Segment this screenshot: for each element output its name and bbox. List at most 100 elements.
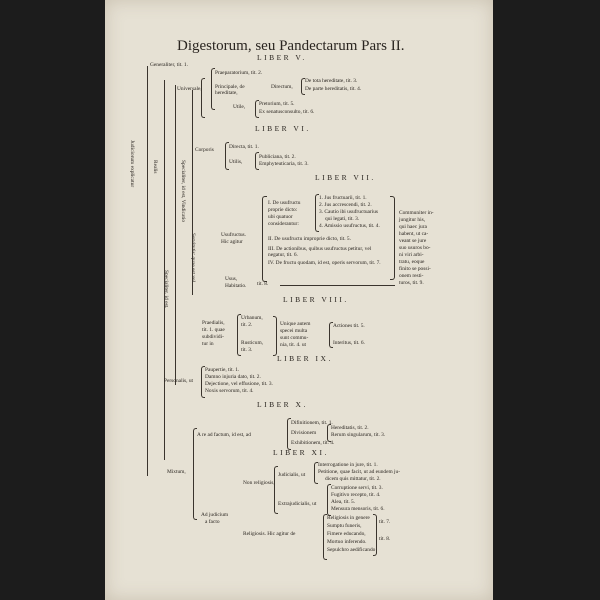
entry-text: Directa, tit. 1. — [229, 144, 259, 150]
entry-text: tit. 7. — [379, 519, 391, 525]
note-line: habent, ut ca- — [399, 231, 429, 237]
entry-text: Interrogatione in jure, tit. 1. — [318, 462, 378, 468]
bracket-line-main — [147, 66, 148, 476]
note-line: finito se possi- — [399, 266, 431, 272]
note-line: qui haec jura — [399, 224, 427, 230]
brace — [314, 462, 318, 484]
entry-text: Praedialis, — [202, 320, 225, 326]
vertical-label-judiciorum: Judiciorum explicatur — [129, 140, 135, 188]
brace — [315, 194, 319, 232]
entry-text: Utilis, — [229, 159, 243, 165]
entry-text: Judicialis, ut — [278, 472, 306, 478]
brace — [255, 152, 259, 170]
entry-text: nia, tit. 4. ut — [280, 342, 307, 348]
entry-text: Habitatio. — [225, 283, 247, 289]
entry-text: Sumptu funeris, — [327, 523, 362, 529]
brace — [193, 428, 197, 520]
entry-text: II. De usufructu improprie dicto, tit. 5… — [268, 236, 351, 242]
entry-text: De tota hereditate, tit. 3. — [305, 78, 358, 84]
entry-text: Directum, — [271, 84, 293, 90]
entry-text: Personalis, ut — [164, 378, 194, 384]
note-line: tratu, eoque — [399, 259, 425, 265]
entry-text: Utile, — [233, 104, 246, 110]
note-line: turos, tit. 9. — [399, 280, 424, 286]
entry-text: Unique autem — [280, 321, 311, 327]
entry-text: Paupertie, tit. 1. — [205, 367, 240, 373]
brace — [327, 484, 331, 516]
entry-text: dicem quis mittatur, tit. 2. — [325, 476, 381, 482]
entry-text: Usus, — [225, 276, 238, 282]
brace — [201, 78, 205, 118]
entry-text: Rusticum, — [241, 340, 264, 346]
entry-text: Petitione, quae facit, ut ad eundem ju- — [318, 469, 401, 475]
entry-text: 3. Cautio ibi usufructuarius — [319, 209, 378, 215]
entry-text: Praeparatorium, tit. 2. — [215, 70, 263, 76]
entry-text: 2. Jus accrescendi, tit. 2. — [319, 202, 372, 208]
entry-text: Publiciana, tit. 2. — [259, 154, 296, 160]
bracket-line-servitus — [192, 90, 193, 295]
brace — [327, 424, 331, 442]
liber-heading: LIBER IX. — [277, 354, 333, 363]
entry-text: Rerum singularum, tit. 3. — [331, 432, 386, 438]
liber-heading: LIBER V. — [257, 53, 307, 62]
brace — [274, 466, 278, 514]
entry-text: Extrajudicialis, ut — [278, 501, 317, 507]
entry-text: qui legati, tit. 3. — [325, 216, 360, 222]
entry-text: A re ad factum, id est, ad — [197, 432, 251, 438]
liber-heading: LIBER VIII. — [283, 295, 349, 304]
entry-text: Corporis — [195, 147, 214, 153]
entry-text: Urbanum, — [241, 315, 263, 321]
entry-text: subdividi- — [202, 334, 224, 340]
entry-text: considerantur: — [268, 221, 299, 227]
brace — [373, 514, 377, 556]
entry-text: Non religiosis, — [243, 480, 275, 486]
entry-text: tit. 3. — [241, 347, 253, 353]
vertical-label-vindicatio: Specialiter, id est, Vindicatio — [180, 160, 186, 223]
entry-text: Fugitivo recepto, tit. 4. — [331, 492, 381, 498]
entry-text: a facto — [205, 519, 220, 525]
entry-text: Principale, de — [215, 84, 245, 90]
entry-text: sunt commu- — [280, 335, 309, 341]
entry-text: Usufructus. — [221, 232, 247, 238]
connector-line — [280, 285, 395, 286]
liber-heading: LIBER VII. — [315, 173, 376, 182]
entry-text: Divisionem — [291, 430, 317, 436]
entry-text: De parte hereditatis, tit. 4. — [305, 86, 362, 92]
entry-text: Hic agitur — [221, 239, 243, 245]
entry-text: Mortuo inferendo. — [327, 539, 367, 545]
brace — [225, 142, 229, 170]
brace — [323, 514, 327, 560]
note-line: jungitur his, — [399, 217, 426, 223]
note-line: Communiter in- — [399, 210, 434, 216]
brace — [211, 68, 215, 110]
entry-text: Emphyteuticaria, tit. 3. — [259, 161, 309, 167]
entry-text: Difinitionem, tit. 1. — [291, 420, 333, 426]
entry-text: 4. Amissio usufructus, tit. 4. — [319, 223, 380, 229]
brace — [329, 322, 333, 348]
brace — [390, 196, 395, 280]
entry-text: hereditate, — [215, 90, 238, 96]
entry-text: Ad judicium — [201, 512, 229, 518]
entry-text: Damno injuria dato, tit. 2. — [205, 374, 261, 380]
entry-text: Interitus, tit. 6. — [333, 340, 365, 346]
vertical-label-realis: Realis — [152, 160, 158, 174]
liber-heading: LIBER X. — [257, 400, 308, 409]
bracket-line-vindicatio — [175, 85, 176, 385]
entry-text: tit. 1. quae — [202, 327, 225, 333]
entry-text: Fimere educando, — [327, 531, 366, 537]
entry-text: Generaliter, tit. 1. — [150, 62, 188, 68]
book-page: Digestorum, seu Pandectarum Pars II. Jud… — [105, 0, 493, 600]
bracket-line-realis — [164, 80, 165, 460]
entry-text: I. De usufructu — [268, 200, 301, 206]
entry-text: IV. De fructu quodam, id est, operis ser… — [268, 260, 381, 266]
entry-text: tit. 8. — [257, 281, 269, 287]
brace — [273, 316, 277, 356]
entry-text: Exhibitionem, tit. 4. — [291, 440, 335, 446]
note-line: suo usuros bo- — [399, 245, 431, 251]
note-line: onem resti- — [399, 273, 424, 279]
entry-text: Mensura mensoris, tit. 6. — [331, 506, 385, 512]
brace — [262, 196, 267, 282]
entry-text: Actiones tit. 5. — [333, 323, 365, 329]
entry-text: tit. 8. — [379, 536, 391, 542]
entry-text: Noxis servorum, tit. 4. — [205, 388, 254, 394]
